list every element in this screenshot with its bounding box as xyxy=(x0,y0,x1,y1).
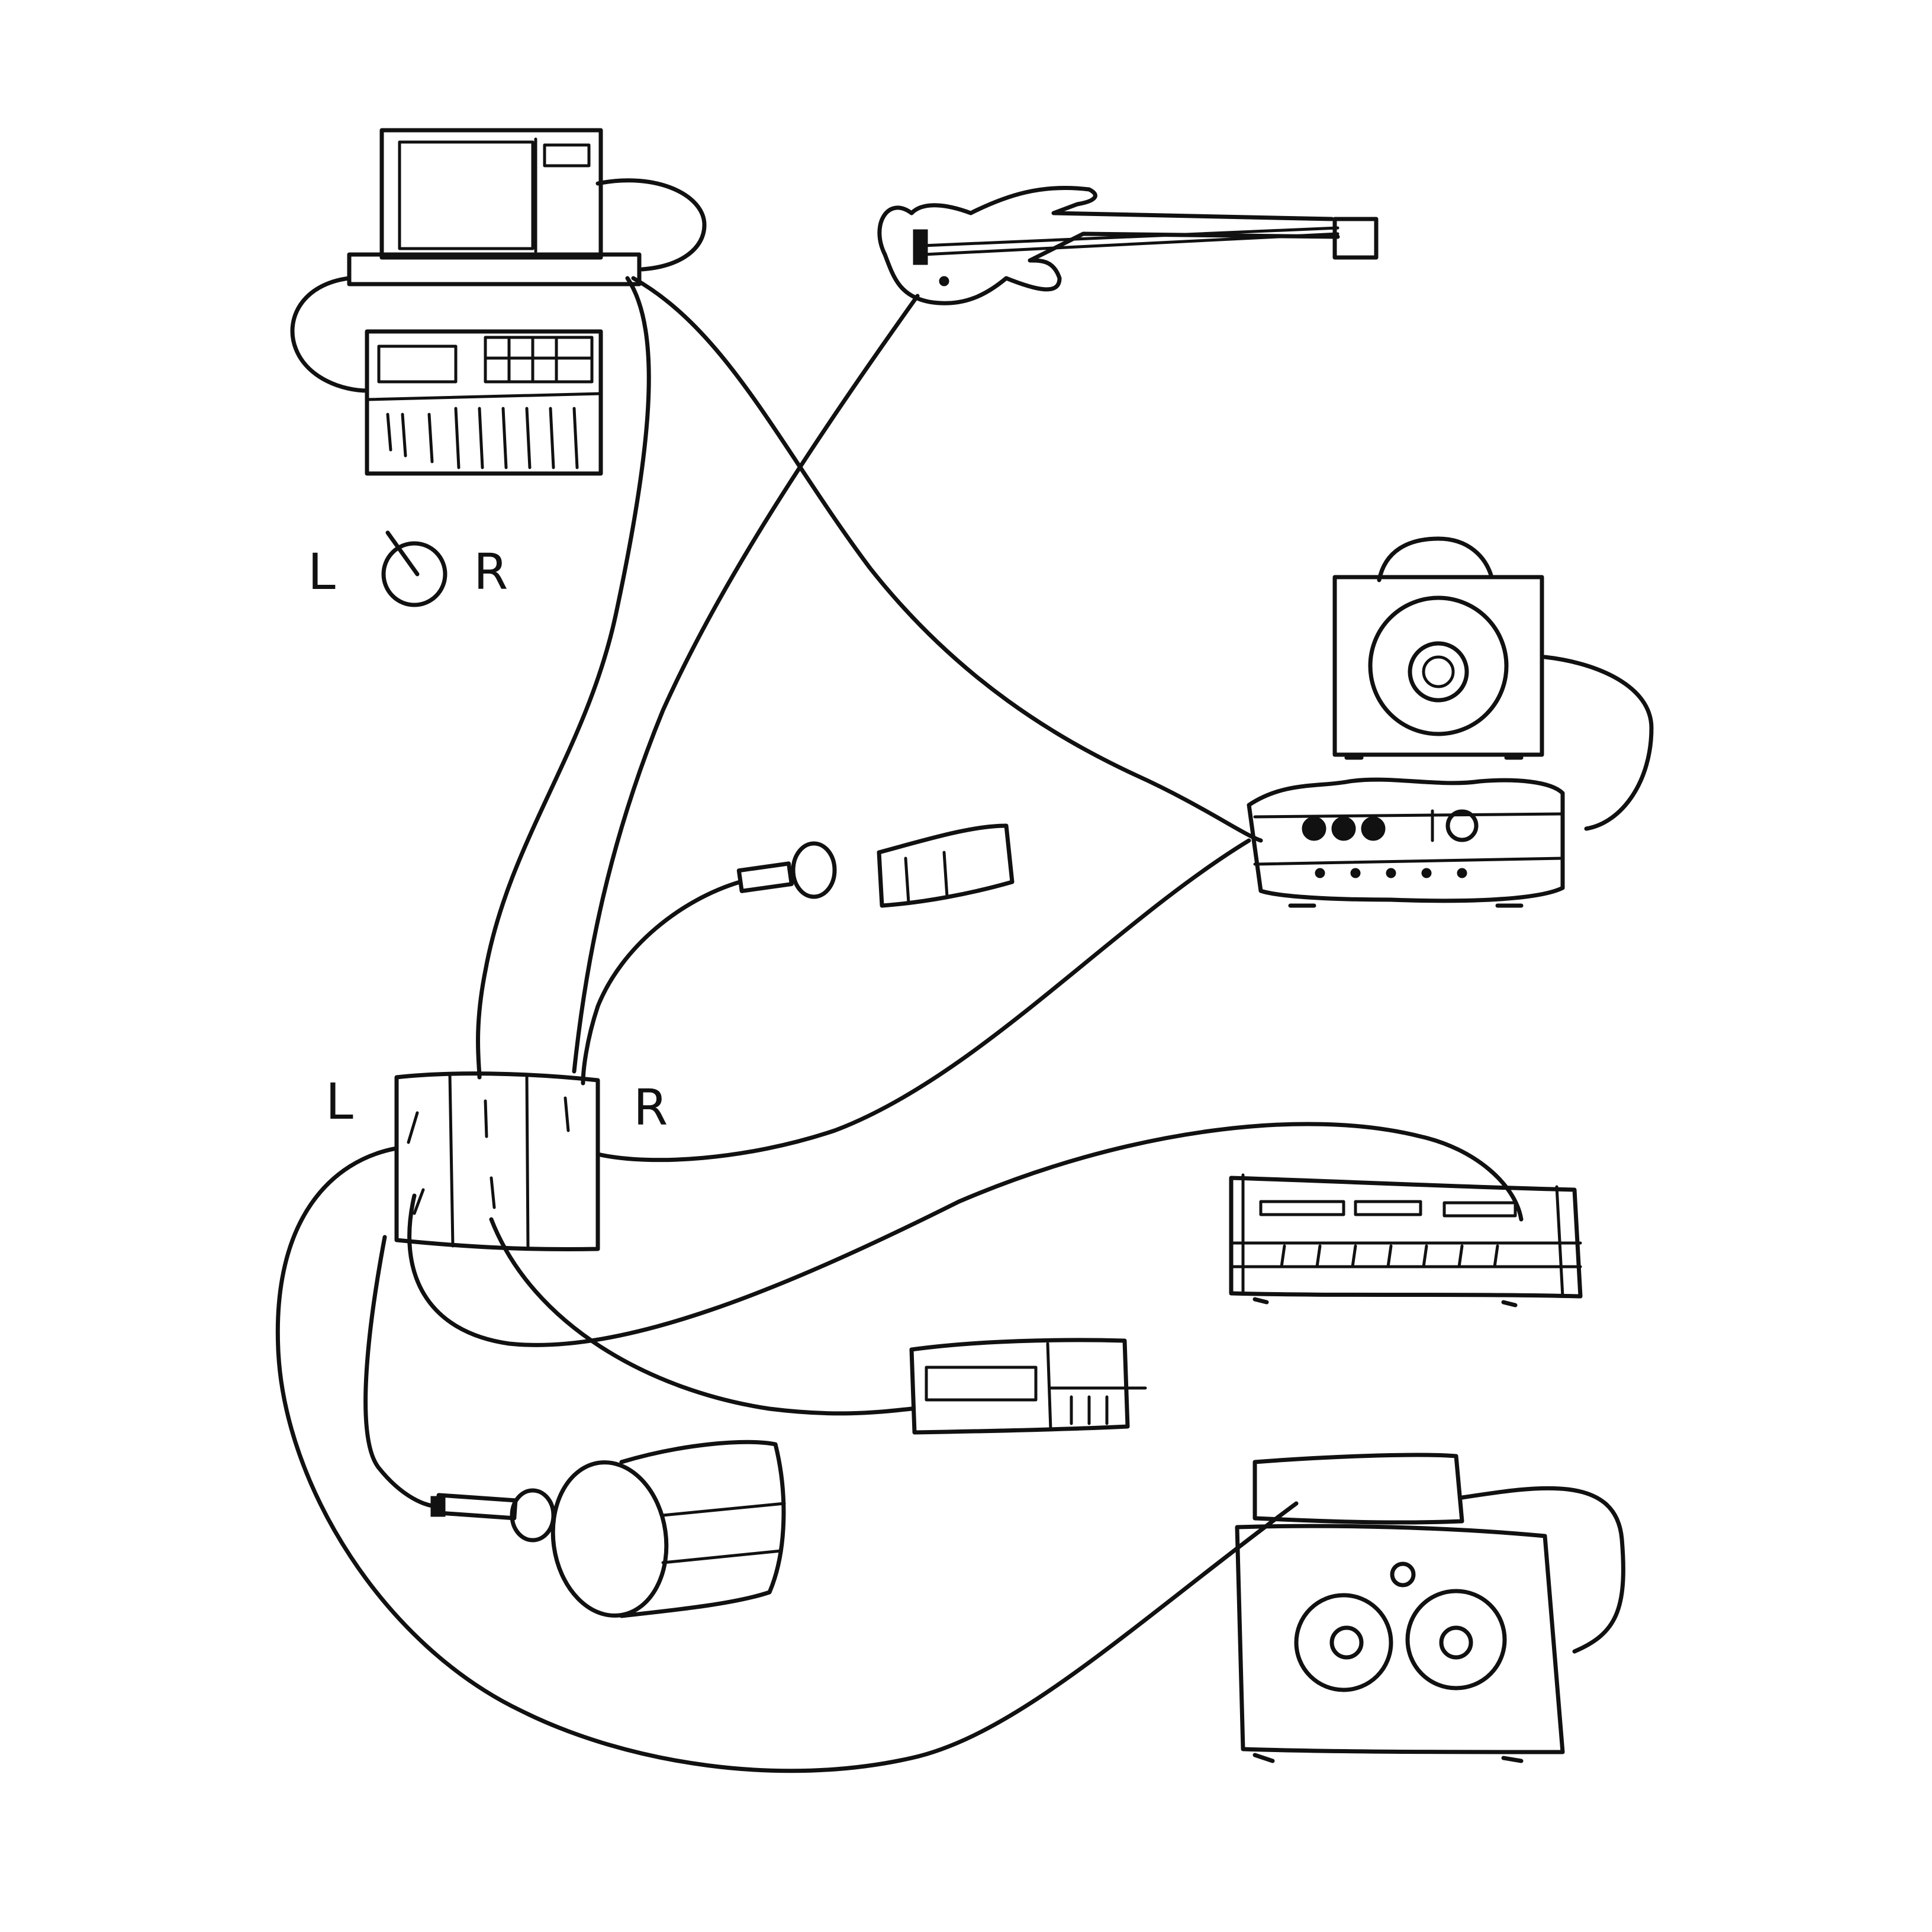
cable-cabinet-to-head xyxy=(1543,655,1654,831)
laptop xyxy=(290,128,707,393)
cable-mixer-to-amp-head xyxy=(595,838,1251,1163)
drum-icon xyxy=(550,1440,786,1618)
cable-mixer-to-rack xyxy=(407,1122,1524,1347)
cable-mixer-to-floor-mic xyxy=(363,1235,440,1509)
rack-unit xyxy=(1229,1173,1583,1308)
microphone-icon xyxy=(430,1488,556,1543)
guitar-amp-cabinet xyxy=(1332,536,1544,760)
bass-guitar xyxy=(877,185,1379,305)
bass-guitar-icon xyxy=(877,185,1379,305)
cable-laptop-to-mixer xyxy=(476,276,651,1080)
amp-head xyxy=(1247,777,1565,908)
cable-mixer-to-cassette xyxy=(489,1217,914,1416)
mixer-icon xyxy=(394,1071,600,1251)
mixer-left-label: L xyxy=(326,1073,353,1131)
floor-microphone xyxy=(430,1488,556,1543)
amp-head-icon xyxy=(1247,777,1565,908)
vocal-microphone xyxy=(736,841,837,899)
drum-machine xyxy=(365,329,603,476)
microphone-icon xyxy=(736,841,837,899)
speaker-cabinet xyxy=(1235,1453,1565,1763)
drum-machine-icon xyxy=(365,329,603,476)
pan-right-label: R xyxy=(474,543,508,601)
mixer: L R xyxy=(326,1071,668,1251)
cable-mic-to-mixer xyxy=(581,880,742,1086)
laptop-icon xyxy=(290,128,707,393)
cable-guitar-to-mixer xyxy=(572,294,920,1074)
pan-knob-icon xyxy=(381,530,447,607)
guitar-amp-cabinet-icon xyxy=(1332,536,1544,760)
cable-speaker-to-topbox xyxy=(1460,1486,1625,1654)
cables xyxy=(275,276,1654,1773)
cassette-deck xyxy=(909,1338,1147,1435)
rack-unit-icon xyxy=(1229,1173,1583,1308)
small-box-icon xyxy=(877,823,1015,908)
cassette-deck-icon xyxy=(909,1338,1147,1435)
pan-left-label: L xyxy=(308,543,336,601)
cable-laptop-to-amp-head xyxy=(631,276,1263,843)
cable-mixer-to-speaker xyxy=(275,1146,1299,1773)
mixer-right-label: R xyxy=(633,1078,668,1136)
speaker-cabinet-icon xyxy=(1235,1453,1565,1763)
small-box xyxy=(877,823,1015,908)
drum xyxy=(550,1440,786,1618)
pan-knob: L R xyxy=(308,530,508,607)
